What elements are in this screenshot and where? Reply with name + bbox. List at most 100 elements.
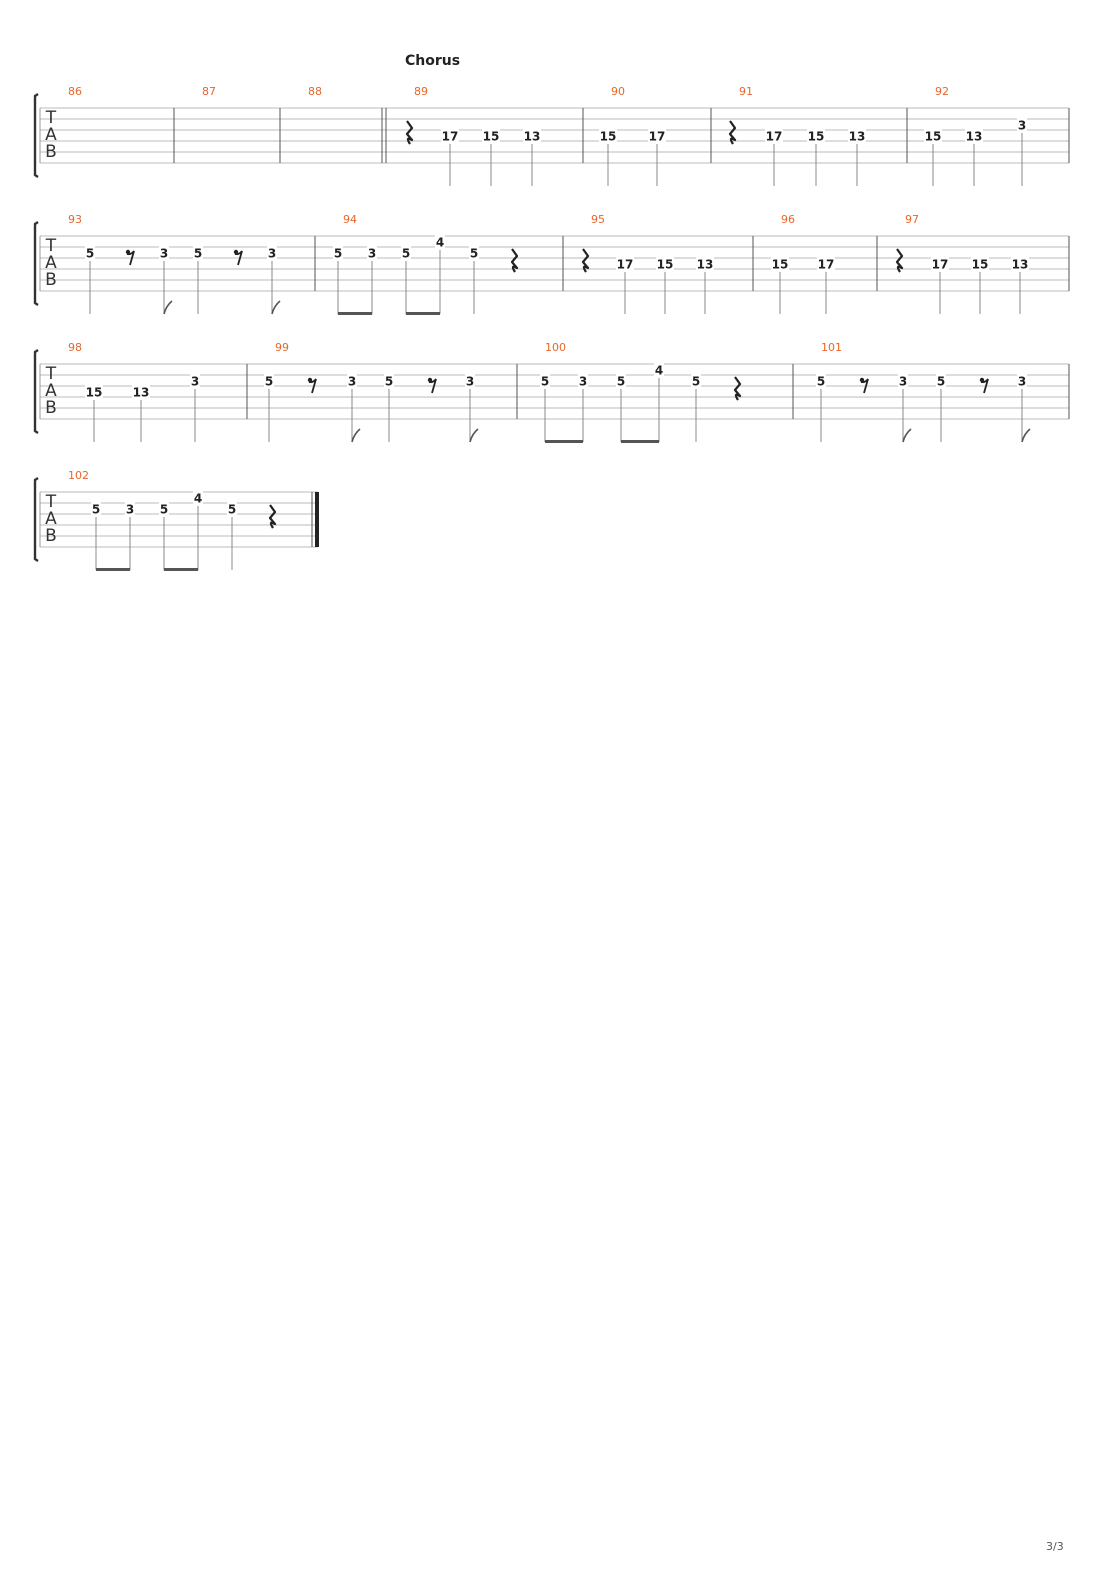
fret-number: 5 [92, 503, 100, 517]
fret-mask [401, 246, 411, 259]
fret-number: 15 [657, 258, 674, 272]
eighth-flag-icon [1021, 428, 1031, 443]
note-beam [164, 568, 198, 571]
fret-mask [965, 129, 983, 142]
eighth-flag-icon [351, 428, 361, 443]
fret-number: 15 [925, 130, 942, 144]
fret-number: 17 [932, 258, 949, 272]
fret-number: 4 [194, 492, 202, 506]
eighth-rest-icon [859, 377, 865, 383]
measure-number: 94 [343, 213, 357, 226]
fret-number: 5 [617, 375, 625, 389]
tab-clef-letter: A [45, 253, 57, 273]
quarter-rest-icon [728, 120, 737, 145]
fret-number: 13 [697, 258, 714, 272]
final-barline [315, 492, 319, 547]
measure-number: 101 [821, 341, 842, 354]
fret-number: 15 [808, 130, 825, 144]
fret-number: 15 [600, 130, 617, 144]
tab-clef-letter: T [45, 108, 57, 128]
fret-mask [125, 502, 135, 515]
fret-number: 4 [436, 236, 444, 250]
fret-number: 3 [1018, 119, 1026, 133]
measure-number: 100 [545, 341, 566, 354]
fret-mask [1017, 118, 1027, 131]
fret-number: 17 [818, 258, 835, 272]
fret-mask [91, 502, 101, 515]
fret-mask [190, 374, 200, 387]
measure-number: 92 [935, 85, 949, 98]
measure-89: 89 17 15 13 [381, 85, 584, 186]
measure-number: 96 [781, 213, 795, 226]
fret-number: 13 [133, 386, 150, 400]
eighth-rest-stroke [860, 378, 869, 394]
fret-number: 3 [160, 247, 168, 261]
eighth-rest-icon [979, 377, 985, 383]
measure-number: 86 [68, 85, 82, 98]
fret-mask [540, 374, 550, 387]
page-number: 3/3 [1046, 1540, 1064, 1553]
fret-number: 5 [541, 375, 549, 389]
fret-number: 13 [524, 130, 541, 144]
measure-92: 92 15 13 3 [924, 85, 1070, 186]
tab-clef-letter: A [45, 509, 57, 529]
fret-number: 3 [368, 247, 376, 261]
fret-number: 5 [194, 247, 202, 261]
system-bracket-icon [33, 93, 39, 178]
quarter-rest-icon [405, 120, 414, 145]
measure-number: 89 [414, 85, 428, 98]
fret-number: 15 [483, 130, 500, 144]
fret-mask [469, 246, 479, 259]
fret-mask [807, 129, 825, 142]
measure-86: 86 [68, 85, 175, 163]
fret-mask [936, 374, 946, 387]
eighth-rest-stroke [308, 378, 317, 394]
fret-mask [193, 491, 203, 504]
fret-mask [159, 502, 169, 515]
measure-number: 90 [611, 85, 625, 98]
measure-90: 90 15 17 [599, 85, 712, 186]
fret-mask [159, 246, 169, 259]
tab-clef-letter: T [45, 492, 57, 512]
fret-mask [482, 129, 500, 142]
fret-number: 13 [849, 130, 866, 144]
eighth-rest-icon [427, 377, 433, 383]
fret-number: 3 [1018, 375, 1026, 389]
fret-mask [691, 374, 701, 387]
fret-number: 3 [348, 375, 356, 389]
fret-mask [656, 257, 674, 270]
fret-mask [817, 257, 835, 270]
fret-mask [1011, 257, 1029, 270]
fret-number: 5 [228, 503, 236, 517]
fret-mask [924, 129, 942, 142]
fret-number: 13 [966, 130, 983, 144]
fret-number: 17 [649, 130, 666, 144]
fret-mask [898, 374, 908, 387]
note-beam [338, 312, 372, 315]
fret-mask [333, 246, 343, 259]
fret-mask [193, 246, 203, 259]
fret-number: 17 [617, 258, 634, 272]
fret-mask [1017, 374, 1027, 387]
fret-number: 5 [817, 375, 825, 389]
quarter-rest-icon [510, 248, 519, 273]
tab-clef-letter: B [45, 526, 57, 546]
measure-87: 87 [202, 85, 281, 163]
fret-number: 17 [442, 130, 459, 144]
fret-mask [616, 257, 634, 270]
fret-mask [654, 363, 664, 376]
fret-mask [227, 502, 237, 515]
tab-clef-letter: B [45, 270, 57, 290]
fret-number: 5 [265, 375, 273, 389]
fret-mask [648, 129, 666, 142]
eighth-rest-stroke [234, 250, 243, 266]
fret-number: 4 [655, 364, 663, 378]
